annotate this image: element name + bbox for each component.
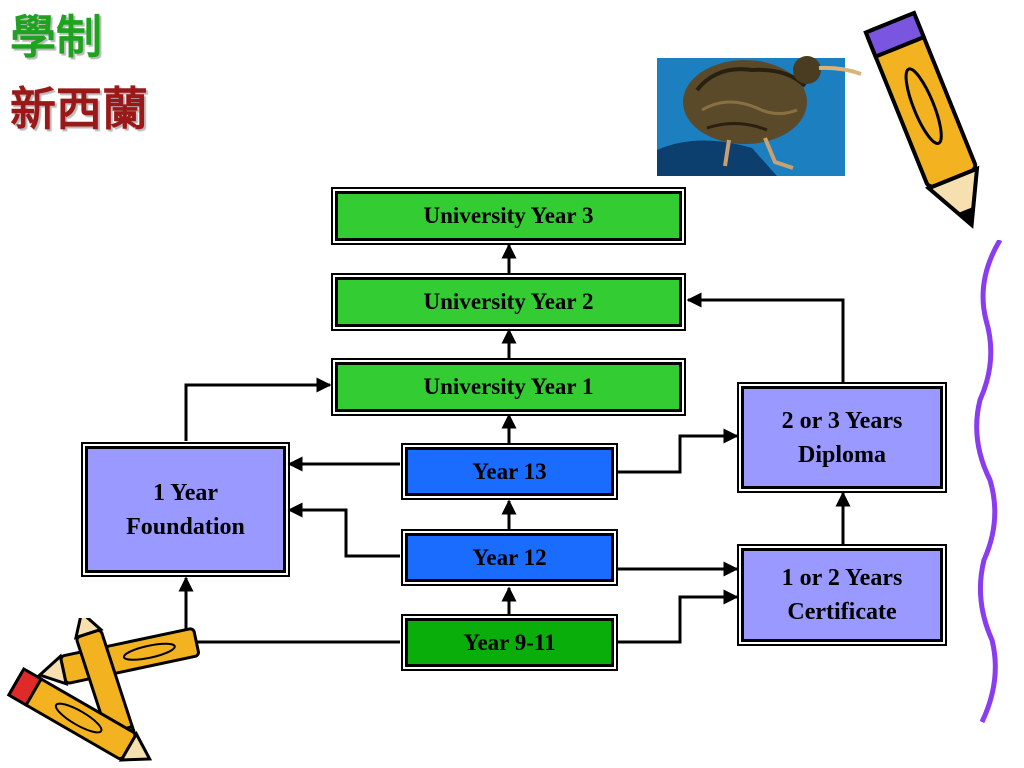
year-12-label: Year 12 bbox=[472, 544, 547, 570]
university-year-2-box: University Year 2 bbox=[331, 273, 686, 331]
title-line-1: 學制 bbox=[10, 10, 102, 64]
pencils-icon bbox=[6, 618, 200, 762]
title-line-2: 新西蘭 bbox=[10, 82, 148, 136]
diploma-box: 2 or 3 Years Diploma bbox=[737, 382, 947, 493]
foundation-label-line-2: Foundation bbox=[126, 513, 245, 540]
university-year-1-box: University Year 1 bbox=[331, 358, 686, 416]
certificate-label-line-1: 1 or 2 Years bbox=[781, 565, 903, 591]
squiggle-line-icon bbox=[974, 240, 1003, 724]
year-13-box: Year 13 bbox=[401, 443, 618, 500]
university-year-3-label: University Year 3 bbox=[423, 203, 594, 228]
year-12-box: Year 12 bbox=[401, 529, 618, 586]
foundation-label-line-1: 1 Year bbox=[152, 479, 219, 506]
university-year-3-box: University Year 3 bbox=[331, 187, 686, 245]
arrow-911-to-certificate bbox=[618, 589, 739, 644]
pencil-icon bbox=[863, 10, 980, 229]
foundation-box: 1 Year Foundation bbox=[81, 442, 290, 577]
diploma-label-line-2: Diploma bbox=[797, 441, 886, 468]
certificate-box: 1 or 2 Years Certificate bbox=[737, 544, 947, 646]
arrow-12-to-foundation bbox=[287, 502, 400, 558]
university-year-2-label: University Year 2 bbox=[423, 289, 594, 314]
diploma-label-line-1: 2 or 3 Years bbox=[781, 407, 903, 434]
arrow-foundation-to-uni1 bbox=[184, 377, 332, 441]
year-13-label: Year 13 bbox=[472, 458, 547, 484]
arrow-diploma-to-uni2 bbox=[686, 292, 845, 383]
university-year-1-label: University Year 1 bbox=[423, 374, 594, 399]
year-9-11-box: Year 9-11 bbox=[401, 614, 618, 671]
kiwi-bird-icon bbox=[657, 56, 862, 176]
arrow-911-to-foundation bbox=[178, 576, 400, 644]
arrow-13-to-diploma bbox=[618, 428, 739, 474]
year-9-11-label: Year 9-11 bbox=[463, 629, 556, 655]
certificate-label-line-2: Certificate bbox=[787, 599, 897, 625]
